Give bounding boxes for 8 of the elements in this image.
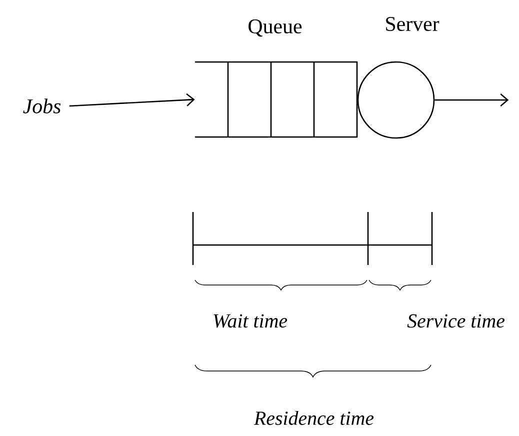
arrow — [69, 93, 195, 107]
queue-box: Queue — [195, 19, 358, 138]
time-label: Wait time — [214, 314, 288, 328]
time-label: Residence time — [254, 410, 374, 426]
arrow — [434, 94, 509, 106]
input-label: Jobs — [23, 98, 61, 114]
node-label: Server — [386, 16, 440, 32]
time-label: Service time — [407, 314, 505, 328]
